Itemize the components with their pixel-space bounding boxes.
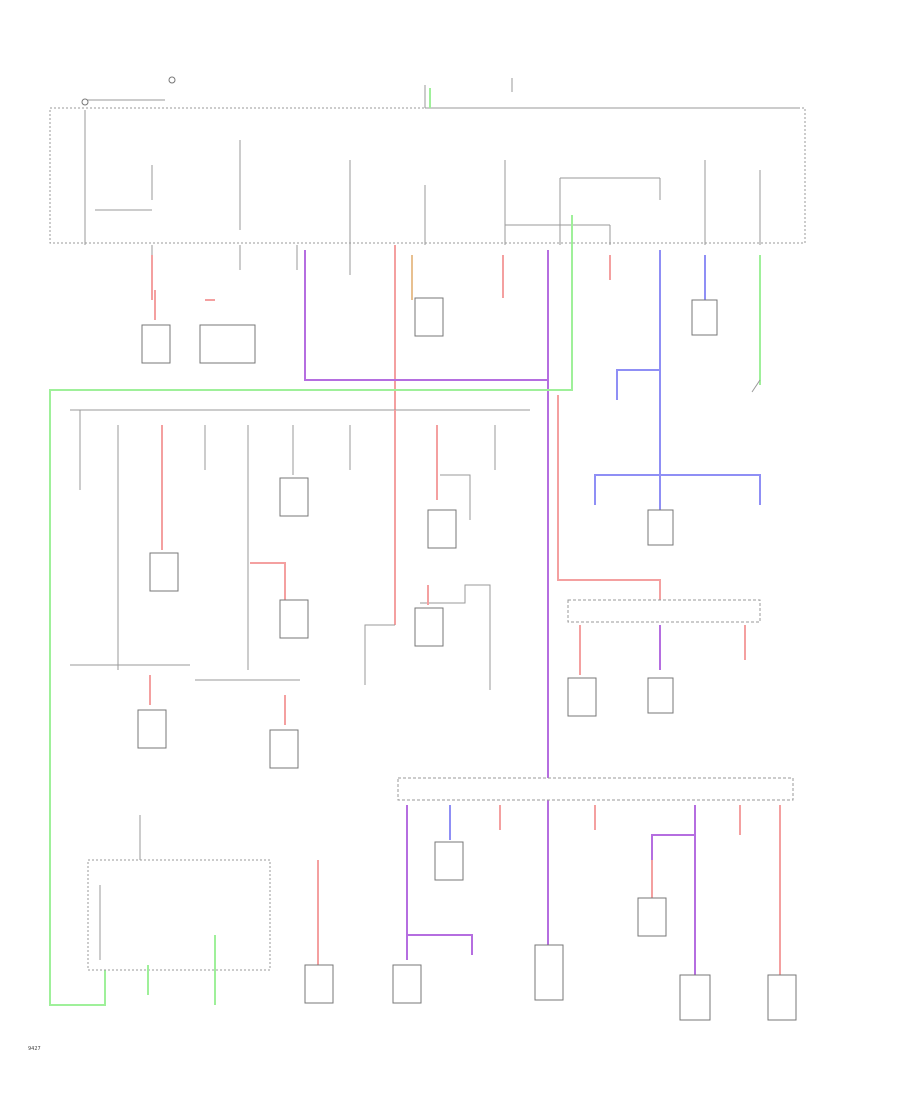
lamp-right (199, 324, 256, 364)
junction-block-right (567, 599, 761, 623)
fuse-row (84, 110, 761, 245)
lamp-group-top-left (141, 290, 256, 364)
green-wire (49, 215, 573, 1006)
main-fuse-box-outline (49, 107, 806, 244)
main-fuse-box-top (49, 76, 806, 245)
page-number: 9427 (28, 1046, 41, 1052)
lower-left-switch-area (87, 815, 334, 1005)
sensor-unit (414, 297, 444, 337)
lower-bus (392, 777, 797, 1021)
relay-right (691, 299, 718, 336)
blue-trunk-wire (594, 250, 761, 510)
second-bus (70, 409, 530, 685)
connector-row-top (151, 245, 761, 410)
components-second-zone (70, 477, 674, 769)
red-wire-right (557, 395, 661, 600)
right-middle-bus (567, 599, 761, 717)
purple-trunk-wire (304, 250, 549, 945)
lamp-left (141, 324, 171, 364)
components-upper-middle (414, 297, 718, 337)
junction-block-lower (397, 777, 794, 801)
